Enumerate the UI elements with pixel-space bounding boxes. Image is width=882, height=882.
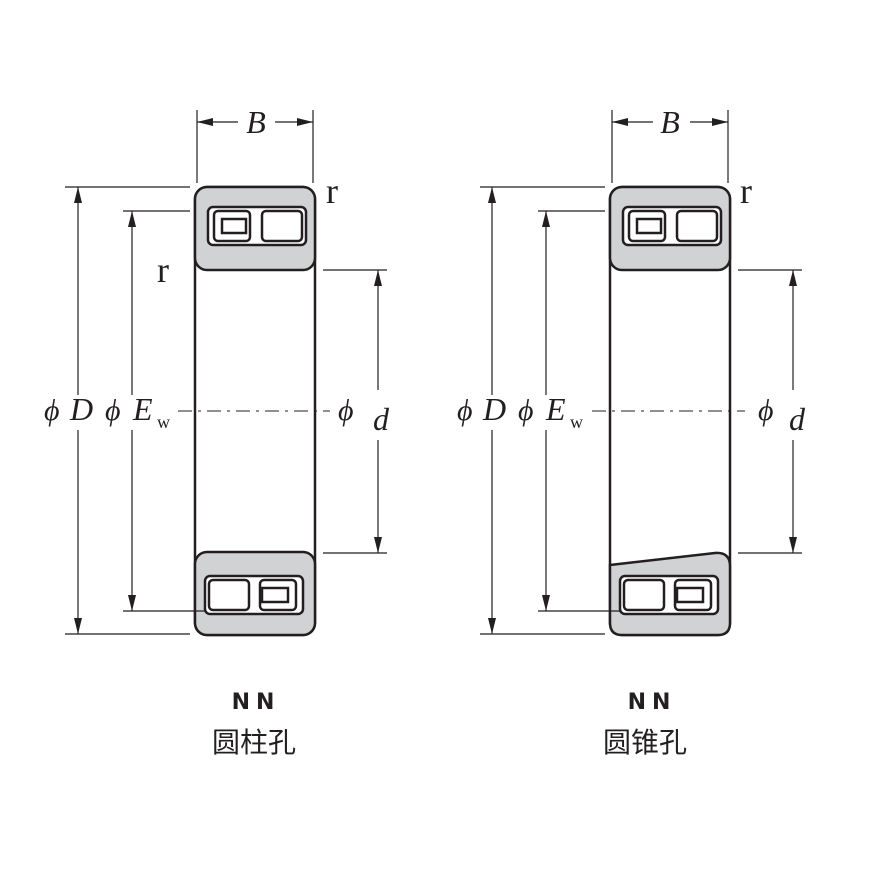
- label-w-left: w: [157, 412, 170, 432]
- roller-bottom-left-1: [207, 578, 251, 612]
- roller-top-left-2: [260, 209, 304, 243]
- arrow-bore-bot-right: [789, 537, 797, 553]
- caption-bore-left: 圆柱孔: [212, 726, 296, 759]
- label-e-right: E: [545, 391, 566, 427]
- arrow-bore-top-right: [789, 270, 797, 286]
- label-phi-ew-right: ϕ: [518, 394, 534, 427]
- cage-bottom-left: [260, 586, 290, 604]
- label-phi-ew-left: ϕ: [105, 394, 121, 427]
- roller-bottom-right-1: [622, 578, 666, 612]
- arrow-bore-top-left: [374, 270, 382, 286]
- arrow-b-left-r: [297, 118, 313, 126]
- arrow-ew-top-right: [542, 211, 550, 227]
- label-phi-d-outer-left: ϕ: [44, 394, 60, 427]
- label-bore-d-right: d: [789, 401, 806, 437]
- label-d-outer-left: D: [69, 391, 93, 427]
- arrow-ew-top-left: [128, 211, 136, 227]
- figure-tapered-bore: B r ϕ D ϕ E w ϕ d NN 圆锥孔: [457, 104, 806, 759]
- arrow-d-outer-top-left: [74, 187, 82, 203]
- arrow-d-outer-top-right: [488, 187, 496, 203]
- arrow-b-right-r: [712, 118, 728, 126]
- arrow-d-outer-bot-right: [488, 618, 496, 634]
- label-phi-d-outer-right: ϕ: [457, 394, 473, 427]
- label-d-outer-right: D: [482, 391, 506, 427]
- label-e-left: E: [132, 391, 153, 427]
- label-w-right: w: [570, 412, 583, 432]
- arrow-b-left-l: [197, 118, 213, 126]
- label-phi-bore-right: ϕ: [758, 394, 774, 427]
- arrow-ew-bot-left: [128, 595, 136, 611]
- label-b-left: B: [246, 104, 266, 140]
- arrow-ew-bot-right: [542, 595, 550, 611]
- label-phi-bore-left: ϕ: [338, 394, 354, 427]
- arrow-b-right-l: [612, 118, 628, 126]
- cage-top-right: [635, 217, 663, 235]
- arrow-d-outer-bot-left: [74, 618, 82, 634]
- arrow-bore-bot-left: [374, 537, 382, 553]
- figure-cylindrical-bore: B r r ϕ D ϕ E w ϕ d NN 圆柱孔: [44, 104, 390, 759]
- label-b-right: B: [660, 104, 680, 140]
- caption-type-right: NN: [628, 690, 677, 715]
- cage-bottom-right: [675, 586, 705, 604]
- roller-top-right-2: [675, 209, 719, 243]
- caption-bore-right: 圆锥孔: [603, 726, 687, 759]
- label-bore-d-left: d: [373, 401, 390, 437]
- label-r-top-left: r: [326, 171, 338, 211]
- caption-type-left: NN: [232, 690, 281, 715]
- cage-top-left: [220, 217, 248, 235]
- label-r-top-right: r: [740, 171, 752, 211]
- label-r-side-left: r: [157, 250, 169, 290]
